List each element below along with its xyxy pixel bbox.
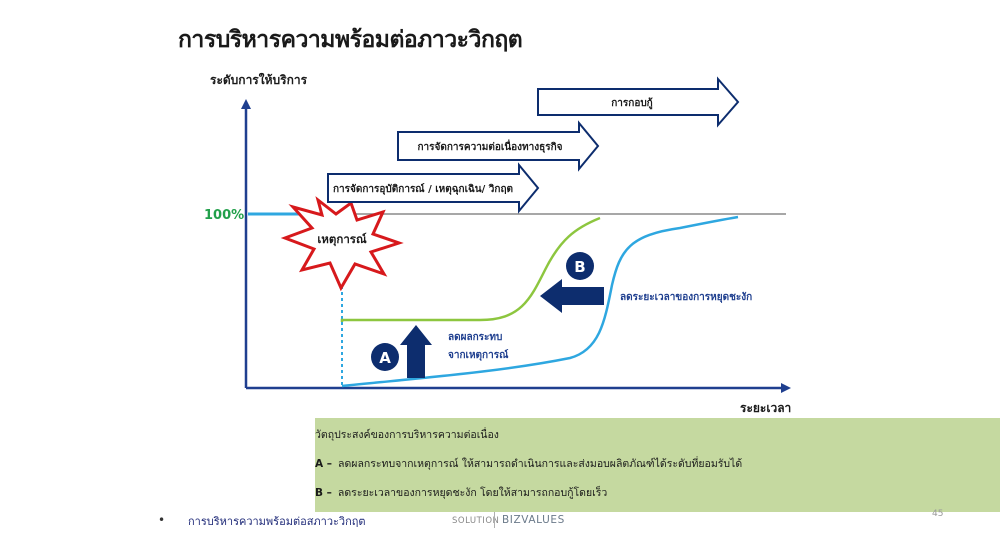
objective-item-a: A – ลดผลกระทบจากเหตุการณ์ ให้สามารถดำเนิน… — [315, 455, 1000, 484]
reduce-impact-line-1: ลดผลกระทบ — [448, 332, 502, 343]
blue-recovery-curve — [341, 215, 739, 388]
stage-arrow-incident — [327, 162, 540, 214]
reduce-downtime-left-arrow — [540, 279, 604, 313]
footer-text: การบริหารความพร้อมต่อสภาวะวิกฤต — [188, 515, 366, 528]
objective-key-a: A – — [315, 458, 333, 470]
stage-arrow-recovery-label: การกอบกู้ — [611, 97, 653, 110]
footer-bullet: • — [158, 513, 166, 527]
footer-logo-divider — [494, 512, 495, 528]
marker-b — [566, 252, 594, 280]
reduce-downtime-label: ลดระยะเวลาของการหยุดชะงัก — [620, 291, 752, 303]
slide-title: การบริหารความพร้อมต่อภาวะวิกฤต — [178, 27, 523, 53]
page-number: 45 — [932, 509, 944, 519]
event-burst — [280, 196, 404, 292]
objective-text-a: ลดผลกระทบจากเหตุการณ์ ให้สามารถดำเนินการ… — [338, 458, 743, 470]
objective-item-b: B – ลดระยะเวลาของการหยุดชะงัก โดยให้สามาร… — [315, 484, 1000, 513]
green-recovery-curve — [340, 216, 601, 322]
hundred-percent-label: 100% — [204, 208, 244, 223]
marker-b-label: B — [574, 258, 585, 276]
objective-text-b: ลดระยะเวลาของการหยุดชะงัก โดยให้สามารถกอ… — [337, 487, 608, 499]
reduce-impact-up-arrow — [400, 325, 432, 378]
stage-arrow-recovery — [537, 76, 740, 128]
stage-arrow-continuity — [397, 120, 600, 172]
footer-logo-bizvalues: BIZVALUES — [502, 514, 565, 526]
footer-logo-solution: SOLUTION — [452, 516, 500, 526]
marker-a-label: A — [379, 349, 391, 367]
stage-arrow-incident-label: การจัดการอุบัติการณ์ / เหตุฉุกเฉิน/ วิกฤ… — [333, 183, 513, 195]
x-axis-label: ระยะเวลา — [740, 401, 791, 415]
reduce-impact-line-2: จากเหตุการณ์ — [448, 349, 509, 361]
event-label: เหตุการณ์ — [317, 232, 367, 247]
marker-a — [371, 343, 399, 371]
y-axis-label: ระดับการให้บริการ — [210, 72, 308, 87]
stage-arrow-continuity-label: การจัดการความต่อเนื่องทางธุรกิจ — [417, 139, 562, 153]
objective-key-b: B – — [315, 487, 332, 499]
objectives-heading: วัตถุประสงค์ของการบริหารความต่อเนื่อง — [315, 429, 499, 441]
objectives-box: วัตถุประสงค์ของการบริหารความต่อเนื่อง A … — [315, 418, 1000, 512]
